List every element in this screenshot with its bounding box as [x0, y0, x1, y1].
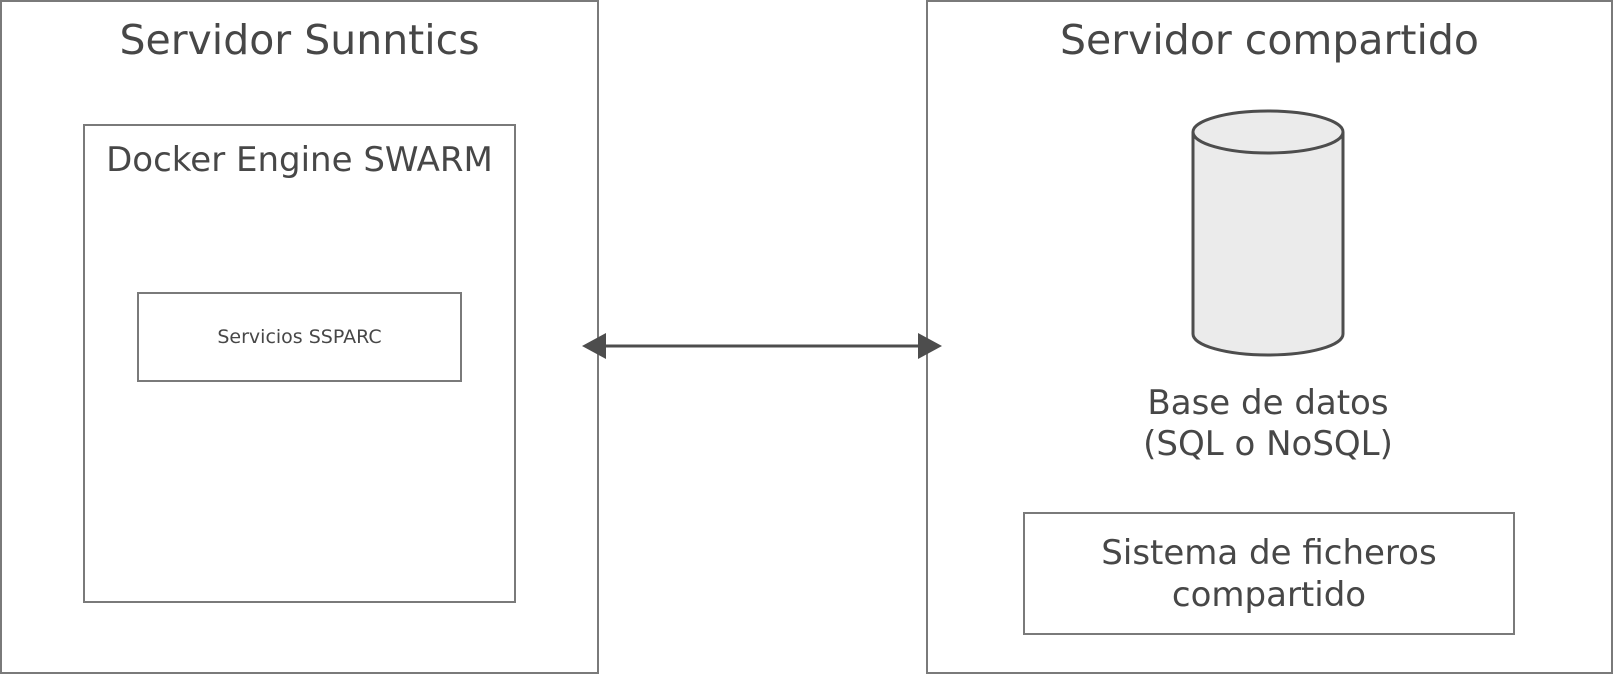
docker-engine-title: Docker Engine SWARM — [106, 140, 493, 180]
database-label-line1: Base de datos — [1147, 383, 1389, 423]
database-label-line2: (SQL o NoSQL) — [1143, 424, 1393, 464]
filesystem-label-line2: compartido — [1171, 574, 1367, 615]
double-arrow-icon — [582, 333, 942, 359]
server-sunntics-title: Servidor Sunntics — [119, 16, 480, 64]
shared-server-title: Servidor compartido — [1060, 16, 1479, 64]
shared-filesystem-box: Sistema de ficheros compartido — [1023, 512, 1515, 635]
database-label: Base de datos (SQL o NoSQL) — [1088, 383, 1448, 465]
services-box: Servicios SSPARC — [137, 292, 462, 382]
filesystem-label-line1: Sistema de ficheros — [1101, 532, 1437, 573]
services-label: Servicios SSPARC — [217, 326, 382, 348]
